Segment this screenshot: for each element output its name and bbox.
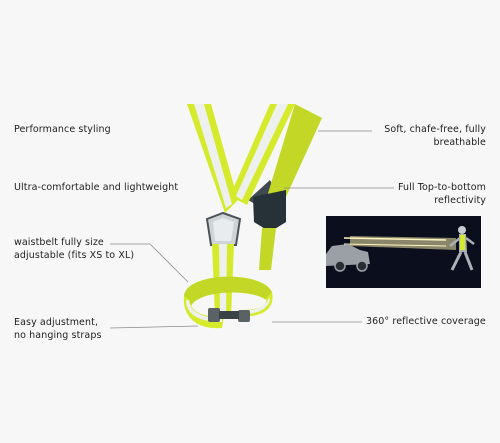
runner-icon (449, 226, 475, 271)
buckle-left (208, 308, 220, 322)
night-scene-inset (326, 216, 481, 288)
callout-comfort: Ultra-comfortable and lightweight (14, 182, 179, 193)
waist-belt (184, 276, 272, 308)
callout-coverage: 360° reflective coverage (366, 316, 486, 327)
back-shoulder-strap (266, 104, 322, 210)
left-strap-reflective-stripe (194, 104, 232, 208)
back-panel (253, 190, 286, 232)
callout-soft-line2: breathable (433, 137, 486, 148)
right-strap-reflective-stripe (236, 104, 288, 200)
callout-lines (109, 130, 394, 329)
callout-adjustment-line2: no hanging straps (14, 330, 102, 341)
buckle-right (238, 310, 250, 322)
callout-performance-styling: Performance styling (14, 124, 111, 135)
callout-soft-line1: Soft, chafe-free, fully (384, 124, 486, 135)
back-lower-strap (259, 228, 276, 270)
car-icon (326, 244, 370, 266)
night-runner-car-illustration (326, 226, 475, 272)
callout-waistbelt-line1: waistbelt fully size (14, 237, 104, 248)
callout-adjustment-line1: Easy adjustment, (14, 317, 99, 328)
callout-reflectivity-line2: reflectivity (434, 195, 486, 206)
callout-reflectivity-line1: Full Top-to-bottom (397, 182, 486, 193)
callout-waistbelt-line2: adjustable (fits XS to XL) (14, 250, 135, 261)
